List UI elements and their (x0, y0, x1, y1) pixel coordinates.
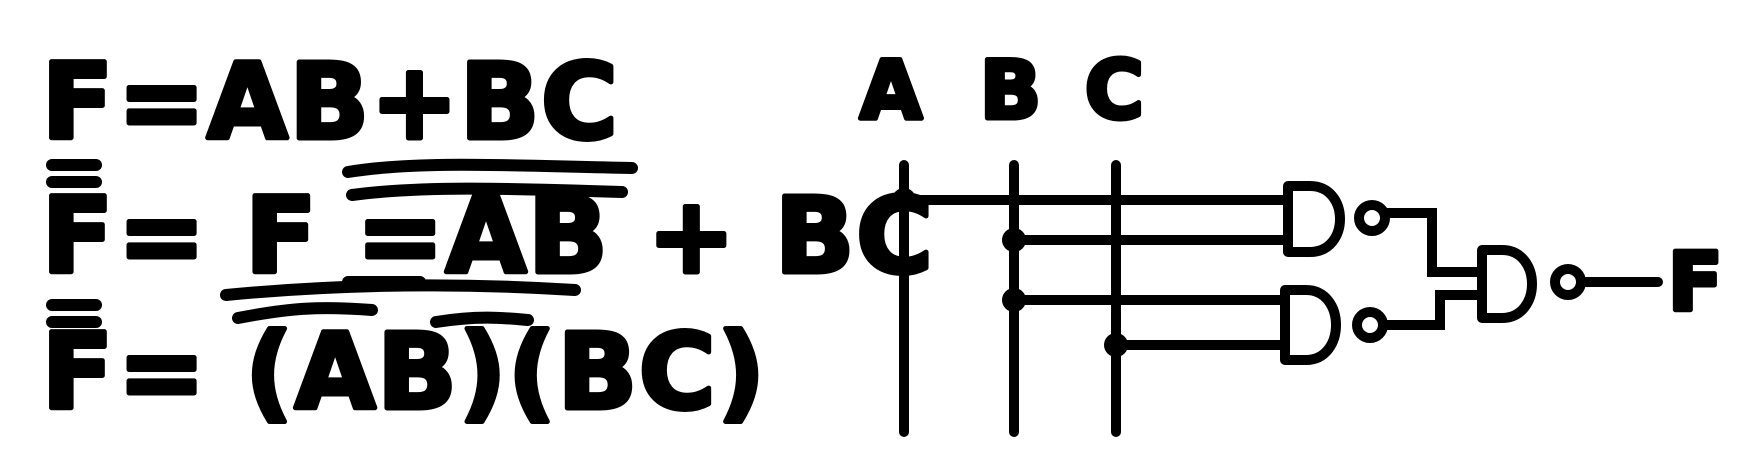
equation-line-1: F =AB+BC (40, 39, 621, 166)
eq3-lhs: F (42, 311, 115, 433)
wire-gate2-to-gate3 (1378, 290, 1487, 330)
output-label-f: F (1668, 236, 1723, 329)
eq3-bc-overbar (430, 311, 534, 328)
junction-a (892, 188, 916, 212)
nand-gate-top-bubble (1354, 200, 1390, 236)
input-label-a: A (860, 44, 922, 137)
junction-b-1 (1002, 228, 1026, 252)
input-label-b: B (980, 44, 1041, 137)
nand-gate-top (1283, 181, 1345, 257)
equation-line-3: F = (AB)(BC) (40, 279, 767, 436)
input-label-c: C (1085, 44, 1144, 137)
eq2-outer-overbar (342, 158, 638, 178)
eq3-rhs: = (AB)(BC) (118, 311, 767, 433)
eq2-inner-overbar (346, 182, 628, 201)
eq1-rhs: =AB+BC (118, 41, 620, 163)
wire-gate1-to-gate3 (1380, 208, 1487, 277)
eq3-ab-overbar (232, 302, 378, 324)
eq3-outer-overbar (220, 279, 581, 301)
eq2-lhs: F (42, 175, 115, 297)
nand-gate-output (1477, 245, 1537, 323)
equation-line-2: F = F =AB + BC (40, 158, 935, 300)
eq1-lhs: F (42, 41, 115, 163)
junction-b-2 (1002, 288, 1026, 312)
junction-c (1104, 333, 1128, 357)
nand-gate-bottom (1280, 285, 1341, 365)
circuit: A B C F (858, 42, 1725, 437)
